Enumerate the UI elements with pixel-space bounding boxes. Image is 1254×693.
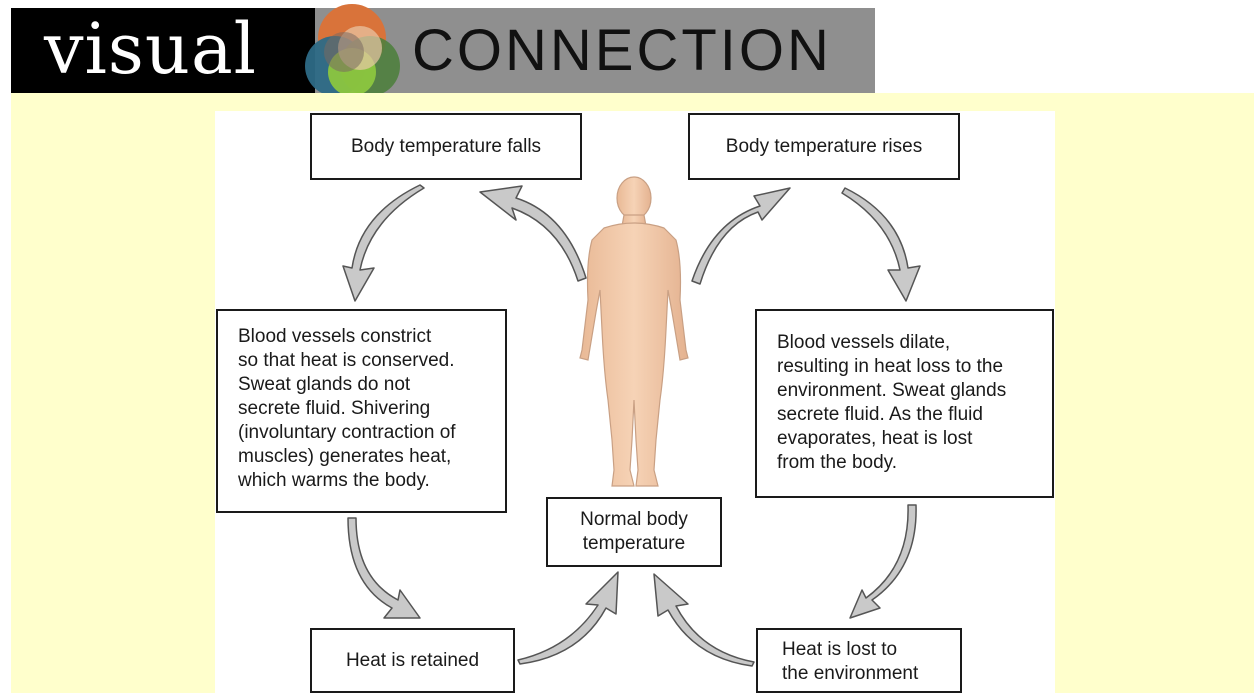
arrow-to-dilate-response bbox=[842, 188, 920, 301]
arrow-retained-to-normal bbox=[518, 572, 618, 664]
dilate-line: resulting in heat loss to the bbox=[777, 355, 1034, 379]
arrow-to-heat-lost bbox=[850, 505, 916, 618]
constrict-line: muscles) generates heat, bbox=[238, 445, 487, 469]
normal-temperature-box: Normal body temperature bbox=[546, 497, 722, 567]
heat-lost-line: the environment bbox=[782, 662, 960, 686]
constrict-line: so that heat is conserved. bbox=[238, 349, 487, 373]
constrict-line: secrete fluid. Shivering bbox=[238, 397, 487, 421]
constrict-line: Sweat glands do not bbox=[238, 373, 487, 397]
dilate-line: Blood vessels dilate, bbox=[777, 331, 1034, 355]
dilate-line: from the body. bbox=[777, 451, 1034, 475]
normal-temperature-line: Normal body bbox=[580, 508, 688, 532]
heat-retained-label: Heat is retained bbox=[346, 649, 479, 673]
constrict-response-box: Blood vessels constrict so that heat is … bbox=[216, 309, 507, 513]
temperature-falls-label: Body temperature falls bbox=[351, 135, 541, 159]
temperature-falls-box: Body temperature falls bbox=[310, 113, 582, 180]
constrict-line: (involuntary contraction of bbox=[238, 421, 487, 445]
dilate-line: evaporates, heat is lost bbox=[777, 427, 1034, 451]
temperature-rises-box: Body temperature rises bbox=[688, 113, 960, 180]
constrict-line: which warms the body. bbox=[238, 469, 487, 493]
constrict-line: Blood vessels constrict bbox=[238, 325, 487, 349]
arrow-to-heat-retained bbox=[348, 518, 420, 618]
arrow-to-temperature-falls bbox=[480, 186, 586, 281]
heat-retained-box: Heat is retained bbox=[310, 628, 515, 693]
dilate-line: environment. Sweat glands bbox=[777, 379, 1034, 403]
dilate-line: secrete fluid. As the fluid bbox=[777, 403, 1034, 427]
temperature-rises-label: Body temperature rises bbox=[726, 135, 922, 159]
normal-temperature-line: temperature bbox=[580, 532, 688, 556]
dilate-response-box: Blood vessels dilate, resulting in heat … bbox=[755, 309, 1054, 498]
arrow-to-constrict-response bbox=[343, 185, 424, 301]
arrow-to-temperature-rises bbox=[692, 188, 790, 284]
arrow-lost-to-normal bbox=[654, 574, 754, 666]
human-body-icon bbox=[580, 177, 688, 486]
heat-lost-box: Heat is lost to the environment bbox=[756, 628, 962, 693]
heat-lost-line: Heat is lost to bbox=[782, 638, 960, 662]
